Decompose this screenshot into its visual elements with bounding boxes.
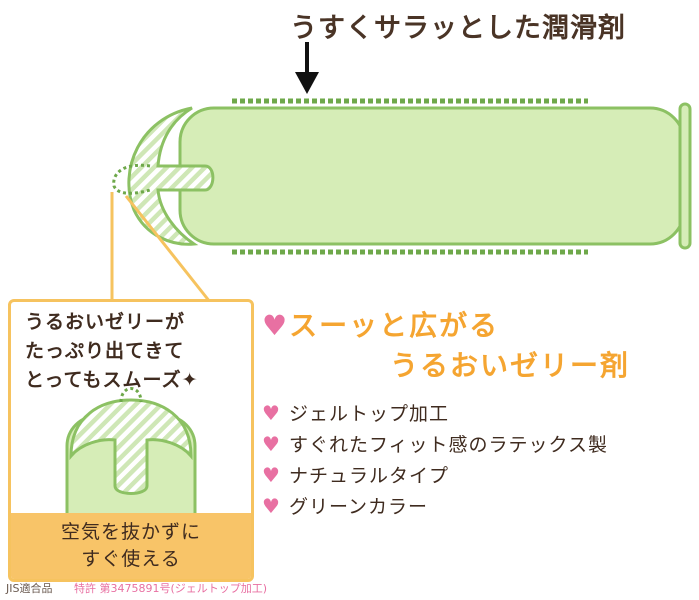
callout-footer-line: 空気を抜かずに bbox=[60, 521, 201, 543]
heart-icon: ♥ bbox=[262, 401, 281, 425]
down-arrow-icon bbox=[295, 42, 319, 94]
callout-text: うるおいゼリーが たっぷり出てきて とってもスムーズ✦ bbox=[25, 308, 199, 395]
headline-line2: うるおいゼリー剤 bbox=[390, 349, 631, 382]
reservoir-tip bbox=[112, 163, 151, 195]
gel-tip bbox=[127, 106, 215, 246]
headline-line1-row: ♥スーッと広がる bbox=[262, 304, 499, 344]
feature-text: すぐれたフィット感のラテックス製 bbox=[288, 434, 608, 456]
callout-line: うるおいゼリーが bbox=[25, 311, 186, 333]
condom-body bbox=[178, 106, 686, 246]
list-item: ♥ ジェルトップ加工 bbox=[262, 398, 608, 429]
callout-line: たっぷり出てきて bbox=[25, 340, 185, 362]
callout-box: うるおいゼリーが たっぷり出てきて とってもスムーズ✦ 空気を抜かずに すぐ使え… bbox=[8, 299, 254, 582]
list-item: ♥ ナチュラルタイプ bbox=[262, 460, 608, 491]
closeup-gel-cap bbox=[69, 398, 193, 495]
lubricant-label: うすくサラッとした潤滑剤 bbox=[290, 13, 626, 44]
heart-icon: ♥ bbox=[262, 463, 281, 487]
callout-footer-line: すぐ使える bbox=[81, 548, 181, 570]
headline-line1: スーッと広がる bbox=[289, 309, 500, 342]
tip-closeup-diagram bbox=[65, 387, 197, 516]
jis-label: JIS適合品 bbox=[6, 582, 53, 595]
feature-list: ♥ ジェルトップ加工 ♥ すぐれたフィット感のラテックス製 ♥ ナチュラルタイプ ♥ グ… bbox=[262, 398, 608, 522]
patent-label: 特許 第3475891号(ジェルトップ加工) bbox=[74, 582, 268, 595]
heart-icon: ♥ bbox=[262, 432, 281, 456]
condom-rim bbox=[678, 102, 692, 250]
heart-icon: ♥ bbox=[262, 309, 290, 342]
callout-leader-right bbox=[124, 195, 212, 303]
closeup-reservoir bbox=[119, 387, 143, 403]
feature-text: グリーンカラー bbox=[288, 496, 428, 518]
feature-text: ナチュラルタイプ bbox=[288, 465, 449, 487]
callout-footer: 空気を抜かずに すぐ使える bbox=[11, 513, 251, 579]
feature-text: ジェルトップ加工 bbox=[288, 403, 449, 425]
heart-icon: ♥ bbox=[262, 494, 281, 518]
list-item: ♥ すぐれたフィット感のラテックス製 bbox=[262, 429, 608, 460]
callout-line: とってもスムーズ✦ bbox=[25, 369, 199, 391]
list-item: ♥ グリーンカラー bbox=[262, 491, 608, 522]
